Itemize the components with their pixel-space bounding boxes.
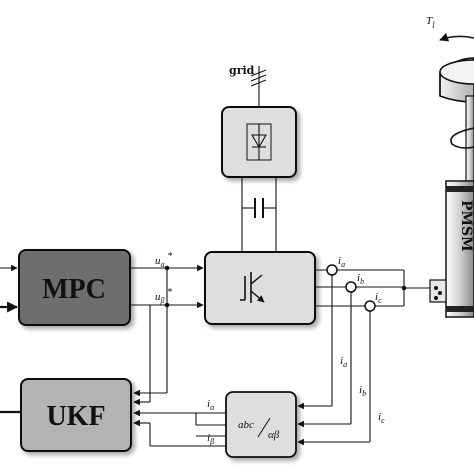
- ukf-label: UKF: [46, 401, 105, 432]
- i-alpha-label: i: [207, 398, 210, 410]
- u-alpha-sub: α: [161, 260, 166, 269]
- i-beta-sub: β: [209, 437, 214, 446]
- i-beta-label: i: [207, 432, 210, 444]
- abc-alphabeta-block: abc αβ: [225, 391, 297, 458]
- i-a-sub: a: [341, 260, 345, 269]
- i-c2-label: i: [378, 411, 381, 423]
- current-sensor-icon: [364, 300, 376, 312]
- i-a-label: i: [338, 255, 341, 267]
- diode-icon: [246, 123, 272, 161]
- alphabeta-label: αβ: [268, 429, 280, 441]
- u-alpha-star: *: [168, 251, 173, 262]
- igbt-icon: [240, 272, 265, 303]
- current-sensor-icon: [326, 264, 338, 276]
- i-c2-sub: c: [381, 416, 385, 425]
- terminal-box: [429, 279, 447, 303]
- u-beta-label: u: [155, 291, 161, 303]
- svg-text:ia: ia: [338, 255, 345, 269]
- i-a2-sub: a: [343, 360, 347, 369]
- inverter-block: [204, 251, 316, 325]
- motor-label: PMSM: [458, 200, 474, 252]
- capacitor-icon: [254, 198, 264, 218]
- phase-lines: [297, 264, 432, 446]
- rotation-arrow-icon: [450, 127, 474, 149]
- grid-connection: grid: [229, 64, 267, 107]
- motor-body: [445, 180, 474, 318]
- i-b-label: i: [357, 272, 360, 284]
- motor-shaft: [465, 95, 474, 182]
- u-beta-star: *: [167, 287, 172, 298]
- dc-link: [241, 177, 277, 252]
- torque-arrow-icon: [439, 32, 474, 42]
- rectifier-block: [221, 106, 297, 178]
- ukf-box: [20, 378, 132, 452]
- u-alpha-label: u: [155, 255, 161, 267]
- torque-sub: l: [432, 20, 435, 30]
- svg-text:ib: ib: [359, 384, 366, 398]
- svg-text:ib: ib: [357, 272, 364, 286]
- svg-text:iβ: iβ: [207, 432, 214, 446]
- current-sensor-icon: [345, 281, 357, 293]
- torque-label: T: [426, 15, 433, 27]
- transform-box: [225, 391, 297, 458]
- i-a2-label: i: [340, 355, 343, 367]
- abc-label: abc: [238, 419, 254, 431]
- svg-text:ic: ic: [378, 411, 385, 425]
- i-c-label: i: [375, 291, 378, 303]
- i-b2-sub: b: [362, 389, 366, 398]
- svg-text:Tl: Tl: [426, 15, 435, 30]
- i-c-sub: c: [378, 296, 382, 305]
- svg-text:uβ*: uβ*: [155, 287, 172, 305]
- svg-text:ia: ia: [340, 355, 347, 369]
- motor-assembly: Tl PMSM: [426, 15, 474, 318]
- mpc-block: MPC: [18, 249, 131, 326]
- mpc-label: MPC: [42, 274, 106, 305]
- i-b-sub: b: [360, 277, 364, 286]
- grid-label: grid: [229, 64, 255, 77]
- svg-text:ic: ic: [375, 291, 382, 305]
- mpc-box: [18, 249, 131, 326]
- svg-text:uα*: uα*: [155, 251, 173, 269]
- inverter-box: [204, 251, 316, 325]
- load-disk: [439, 57, 474, 103]
- u-beta-sub: β: [160, 296, 165, 305]
- svg-text:iα: iα: [207, 398, 215, 412]
- i-alpha-sub: α: [210, 403, 215, 412]
- i-b2-label: i: [359, 384, 362, 396]
- ukf-block: UKF: [20, 378, 132, 452]
